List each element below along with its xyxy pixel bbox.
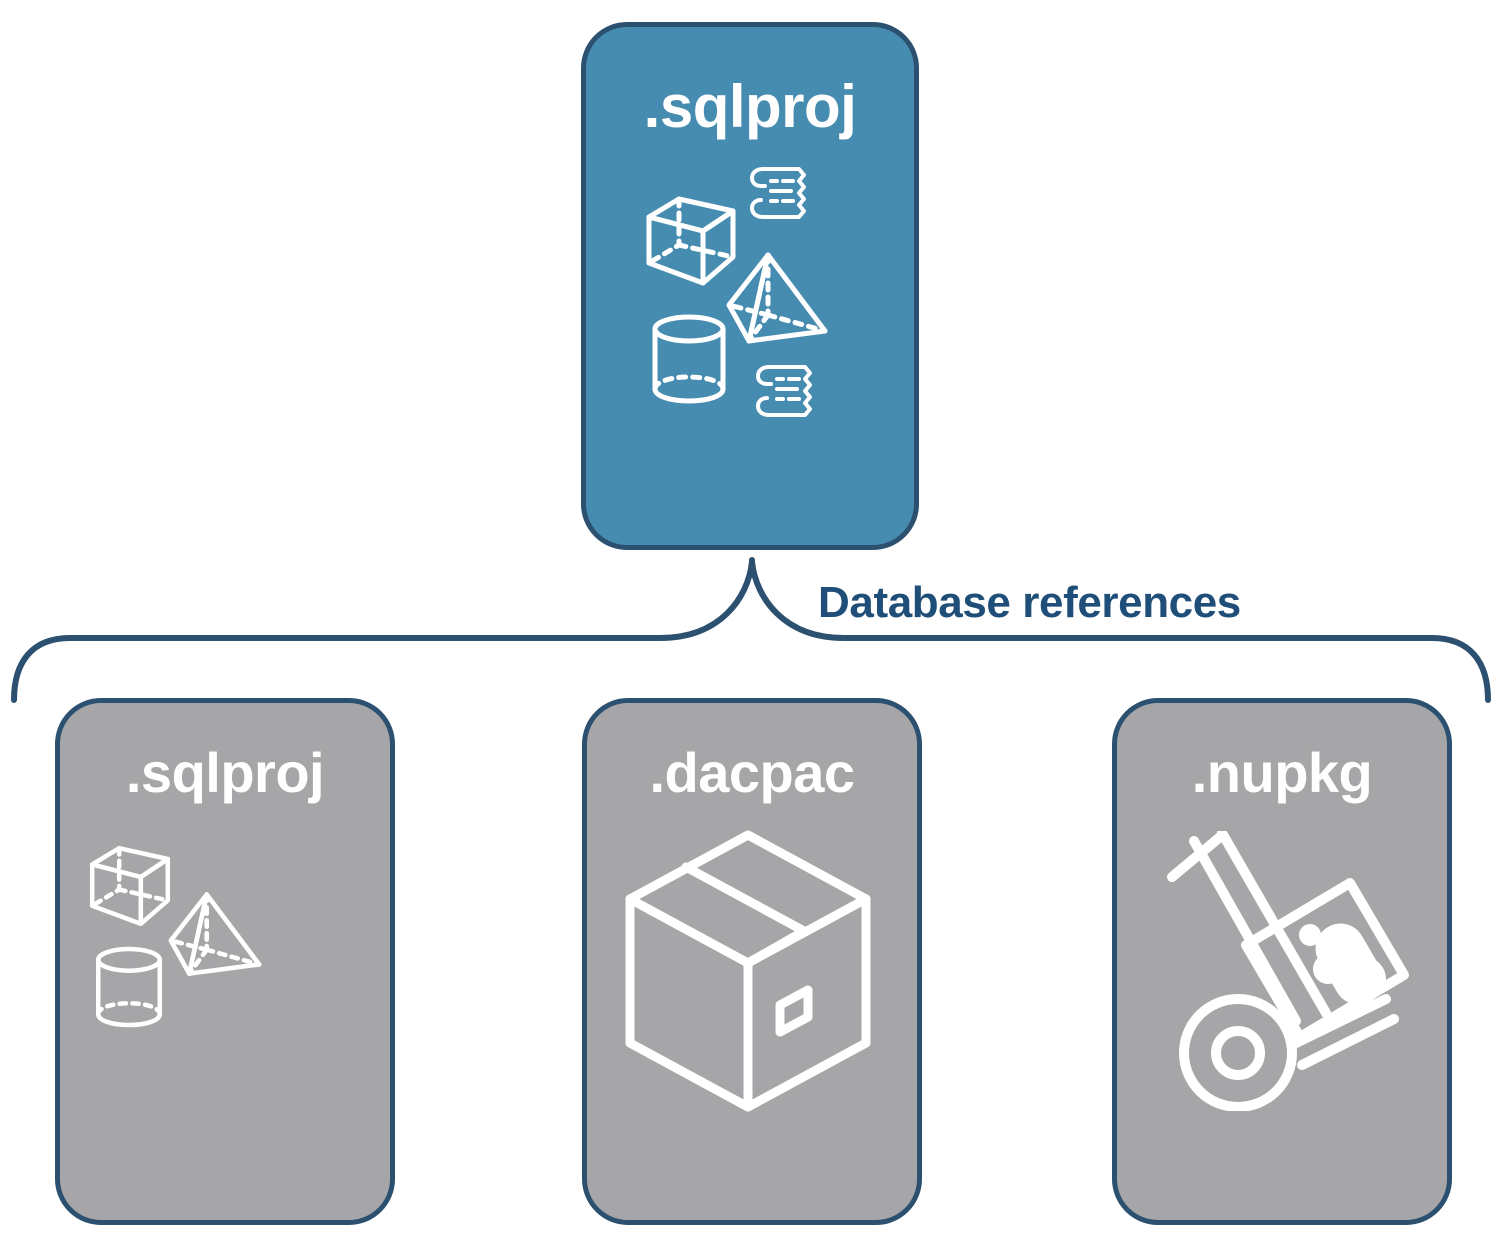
root-card-icon-group: [635, 161, 865, 441]
reference-card-icon-group: [602, 821, 902, 1121]
brace-label: Database references: [818, 578, 1241, 627]
reference-card-label: .nupkg: [1191, 741, 1373, 804]
scroll-script-icon: [753, 359, 821, 427]
pyramid-wireframe-icon: [165, 889, 265, 981]
reference-card-sqlproj[interactable]: .sqlproj: [55, 698, 395, 1225]
pyramid-wireframe-icon: [723, 249, 831, 349]
reference-card-dacpac[interactable]: .dacpac: [582, 698, 922, 1225]
root-card-sqlproj[interactable]: .sqlproj: [581, 22, 919, 550]
reference-card-label: .dacpac: [649, 741, 855, 804]
reference-card-label: .sqlproj: [125, 741, 325, 804]
shipping-box-icon: [622, 827, 874, 1115]
scroll-script-icon: [747, 161, 815, 229]
cube-wireframe-icon: [85, 841, 175, 931]
cylinder-wireframe-icon: [91, 943, 167, 1031]
hand-truck-package-icon: [1150, 831, 1414, 1111]
root-card-label: .sqlproj: [643, 73, 857, 140]
database-references-brace: [11, 557, 1491, 703]
cylinder-wireframe-icon: [647, 311, 731, 407]
cube-wireframe-icon: [641, 191, 741, 291]
reference-card-icon-group: [1132, 821, 1432, 1121]
reference-card-icon-group: [75, 821, 375, 1121]
reference-card-nupkg[interactable]: .nupkg: [1112, 698, 1452, 1225]
